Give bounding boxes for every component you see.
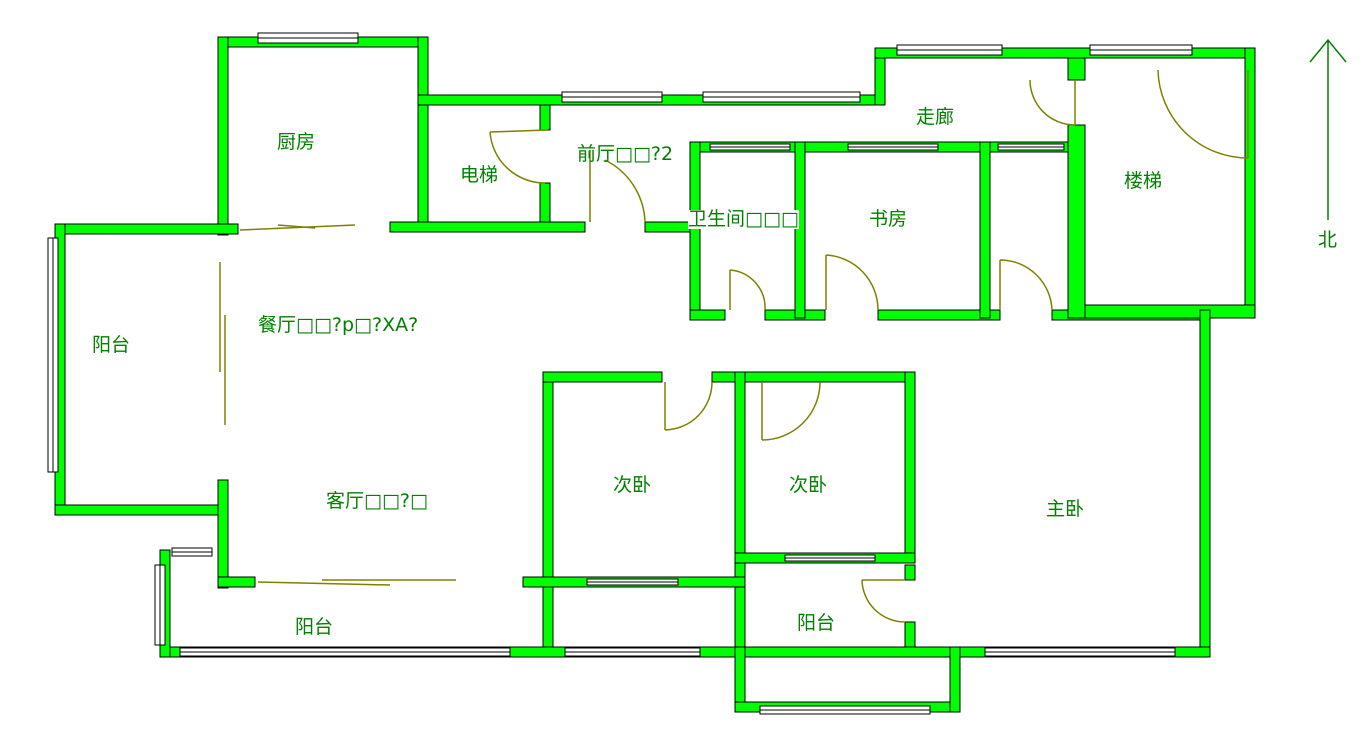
room-label-living: 客厅□□?□ (326, 490, 428, 512)
door (999, 259, 1053, 311)
room-label-dining: 餐厅□□?p□?XA? (258, 314, 419, 336)
wall (794, 141, 806, 319)
door (664, 381, 713, 431)
wall (904, 621, 916, 648)
room-label-study: 书房 (869, 208, 908, 230)
wall (389, 221, 586, 233)
door (489, 129, 549, 184)
wall (1244, 47, 1256, 319)
wall (1067, 124, 1086, 319)
door (589, 150, 646, 223)
wall (539, 104, 551, 131)
wall (979, 141, 991, 319)
room-label-balcony-west: 阳台 (92, 334, 131, 356)
wall (949, 646, 961, 713)
wall (217, 36, 229, 236)
wall (539, 182, 551, 223)
wall (54, 504, 229, 516)
door (239, 224, 356, 231)
room-label-kitchen: 厨房 (277, 131, 316, 153)
wall (542, 371, 554, 648)
north-arrow-icon (1309, 38, 1347, 220)
wall (1067, 57, 1086, 81)
door (257, 579, 456, 586)
room-label-balcony-small: 阳台 (797, 612, 836, 634)
wall (1084, 304, 1256, 319)
door (1029, 79, 1076, 126)
room-label-foyer: 前厅□□?2 (577, 143, 674, 165)
room-label-elevator: 电梯 (460, 164, 499, 186)
room-label-stairs: 楼梯 (1124, 170, 1163, 192)
north-label: 北 (1318, 229, 1338, 251)
wall (217, 479, 229, 589)
room-label-bedroom-2b: 次卧 (789, 474, 828, 496)
wall (877, 309, 1001, 321)
wall (904, 371, 916, 556)
wall (734, 646, 746, 711)
wall (542, 371, 663, 383)
door (761, 381, 821, 441)
wall (1199, 309, 1211, 658)
room-label-corridor: 走廊 (916, 106, 955, 128)
room-label-bedroom-2a: 次卧 (613, 474, 652, 496)
room-label-master-bedroom: 主卧 (1046, 498, 1085, 520)
wall (689, 141, 701, 319)
door (219, 262, 226, 425)
room-label-balcony-south: 阳台 (295, 616, 334, 638)
door (1157, 69, 1249, 159)
wall (689, 309, 726, 321)
door (729, 269, 766, 311)
wall (644, 221, 691, 233)
room-label-bathroom: 卫生间□□□ (688, 208, 799, 230)
wall (904, 564, 916, 581)
wall (217, 576, 256, 588)
wall (417, 36, 429, 226)
wall (54, 223, 239, 235)
door (825, 254, 879, 311)
door (861, 579, 906, 623)
